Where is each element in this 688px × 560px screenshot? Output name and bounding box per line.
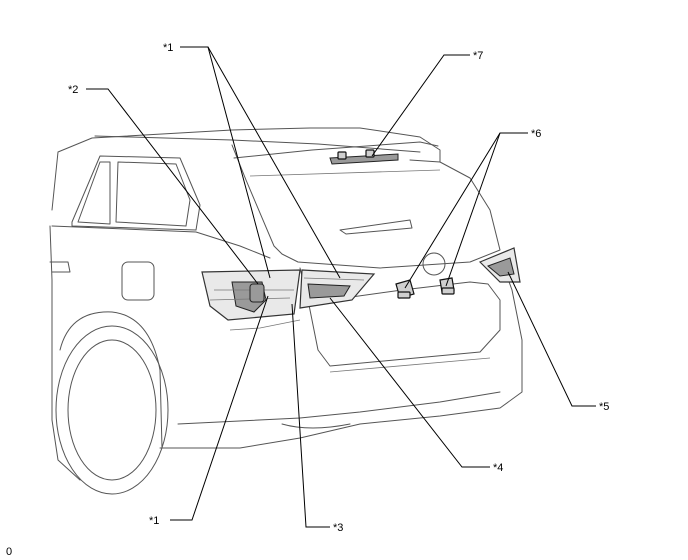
left-rear-lamp-inner bbox=[299, 269, 376, 309]
callout-1-top: *1 bbox=[163, 42, 173, 54]
figure-code: 0 bbox=[6, 546, 12, 558]
callout-2: *2 bbox=[68, 84, 78, 96]
callout-7: *7 bbox=[473, 50, 483, 62]
callout-3: *3 bbox=[333, 522, 343, 534]
callout-4: *4 bbox=[493, 462, 503, 474]
right-rear-combination-lamp bbox=[478, 247, 521, 283]
left-rear-combination-lamp bbox=[201, 269, 301, 321]
callout-6: *6 bbox=[531, 128, 541, 140]
vehicle-rear-outline bbox=[49, 127, 523, 495]
callout-1-bottom: *1 bbox=[149, 515, 159, 527]
license-plate-lamps bbox=[395, 277, 455, 299]
high-mounted-stop-lamp bbox=[329, 149, 399, 165]
leader-lines bbox=[86, 46, 596, 528]
callout-5: *5 bbox=[599, 401, 609, 413]
